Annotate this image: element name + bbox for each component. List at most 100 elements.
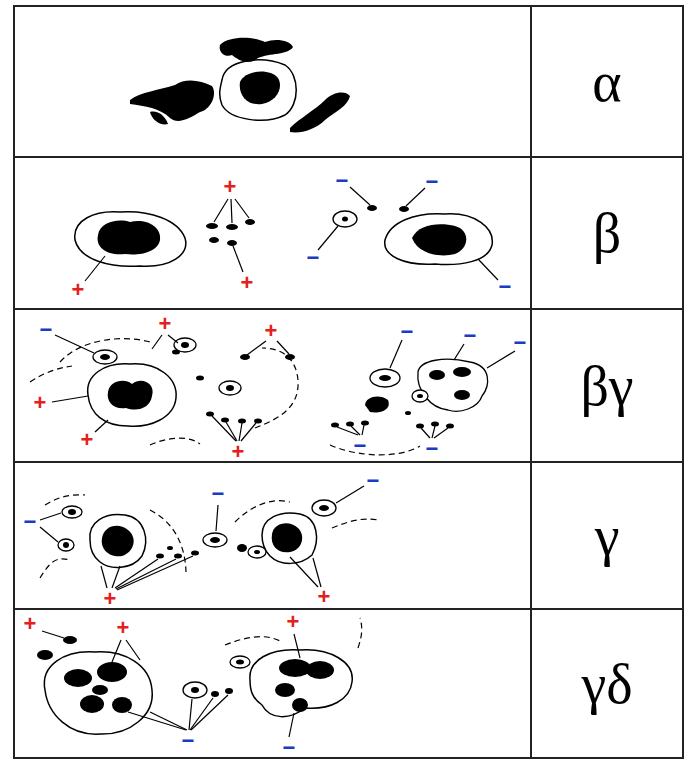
- sunspot-shape: [196, 376, 204, 381]
- sunspot-shape: [30, 366, 72, 382]
- polarity-sign: −: [182, 730, 195, 752]
- sunspot-shape: [333, 211, 357, 227]
- sunspot-shape: [130, 81, 214, 121]
- polarity-sign: −: [283, 737, 296, 759]
- sunspot-shape: [40, 527, 58, 542]
- sunspot-shape: [88, 364, 176, 426]
- class-cell: α: [532, 7, 682, 156]
- sunspot-shape: [279, 659, 311, 677]
- sunspot-shape: [226, 422, 237, 441]
- sunspot-shape: [351, 426, 360, 435]
- sunspot-shape: [248, 546, 266, 558]
- sunspot-shape: [58, 500, 336, 558]
- sunspot-shape: [453, 367, 471, 377]
- sunspot-shape: [75, 212, 186, 267]
- sunspot-shape: [370, 369, 400, 387]
- polarity-sign: −: [212, 483, 225, 505]
- sunspot-shape: [240, 72, 280, 105]
- sunspot-shape: [14, 6, 683, 758]
- sunspot-shape: [478, 259, 498, 280]
- sunspot-shape: [231, 199, 232, 223]
- sunspot-shape: [220, 60, 297, 120]
- polarity-sign: +: [34, 392, 47, 414]
- sunspot-shape: [68, 509, 76, 515]
- sunspot-shape: [206, 205, 409, 246]
- sunspot-shape: [361, 421, 369, 426]
- sunspot-shape: [292, 698, 308, 712]
- polarity-sign: −: [499, 276, 512, 298]
- sunspot-shape: [150, 438, 200, 445]
- sunspot-shape: [235, 199, 249, 218]
- sunspot-shape: [112, 697, 132, 713]
- sunspot-shape: [102, 526, 134, 556]
- class-label: α: [592, 54, 621, 110]
- sunspot-shape: [206, 223, 218, 229]
- sunspot-shape: [250, 650, 352, 717]
- sunspot-shape: [319, 505, 329, 511]
- sunspot-shape: [346, 422, 354, 427]
- sunspot-shape: [245, 219, 255, 225]
- sunspot-shape: [150, 712, 187, 730]
- polarity-sign: +: [117, 617, 130, 639]
- sunspot-shape: [100, 342, 471, 429]
- sunspot-shape: [225, 688, 233, 694]
- sunspot-shape: [238, 419, 246, 424]
- sunspot-shape: [37, 636, 334, 713]
- sunspot-shape: [63, 636, 77, 644]
- polarity-sign: +: [24, 613, 37, 635]
- sunspot-shape: [45, 495, 85, 505]
- sunspot-shape: [14, 461, 683, 463]
- polarity-sign: −: [426, 438, 439, 460]
- sunspot-shape: [112, 640, 121, 662]
- sunspot-shape: [212, 416, 236, 441]
- sunspot-shape: [367, 205, 377, 211]
- sunspot-shape: [156, 554, 164, 559]
- sunspot-shape: [385, 214, 493, 265]
- sunspot-shape: [189, 699, 192, 730]
- sunspot-shape: [225, 637, 282, 645]
- sunspot-shape: [390, 340, 402, 368]
- sunspot-shape: [235, 501, 290, 522]
- sunspot-shape: [418, 359, 488, 411]
- sunspot-shape: [417, 394, 423, 398]
- sunspot-shape: [275, 683, 295, 697]
- sunspot-shape: [289, 713, 294, 737]
- sunspot-shape: [446, 424, 454, 429]
- sunspot-shape: [90, 514, 146, 567]
- class-cell: β: [532, 158, 682, 308]
- sunspot-shape: [93, 350, 117, 364]
- sunspot-shape: [181, 342, 189, 348]
- sunspot-shape: [14, 6, 683, 758]
- sunspot-shape: [221, 418, 229, 423]
- sunspot-shape: [313, 558, 321, 587]
- sunspot-shape: [336, 486, 364, 503]
- sunspot-shape: [190, 698, 213, 730]
- sunspot-shape: [150, 112, 168, 125]
- sunspot-shape: [421, 428, 430, 438]
- class-cell: βγ: [532, 310, 682, 461]
- sunspot-shape: [130, 38, 350, 133]
- sunspot-shape: [247, 341, 266, 355]
- sunspot-shape: [240, 354, 250, 360]
- sunspot-shape: [416, 424, 424, 429]
- sunspot-shape: [40, 486, 378, 590]
- sunspot-shape: [399, 206, 409, 212]
- sunspot-shape: [277, 341, 289, 354]
- polarity-sign: +: [81, 429, 94, 451]
- sunspot-shape: [42, 631, 300, 737]
- polarity-sign: +: [241, 272, 254, 294]
- sunspot-shape: [95, 420, 108, 432]
- sunspot-shape: [117, 556, 193, 590]
- sunspot-shape: [44, 652, 152, 734]
- sunspot-shape: [60, 339, 150, 362]
- sunspot-shape: [432, 426, 435, 438]
- polarity-sign: +: [159, 313, 172, 335]
- sunspot-shape: [454, 390, 470, 400]
- sunspot-shape: [152, 335, 162, 349]
- sunspot-shape: [14, 308, 683, 310]
- sunspot-shape: [97, 662, 127, 682]
- sunspot-shape: [167, 546, 173, 550]
- sunspot-shape: [362, 425, 364, 435]
- sunspot-shape: [342, 217, 348, 222]
- sunspot-shape: [358, 618, 362, 648]
